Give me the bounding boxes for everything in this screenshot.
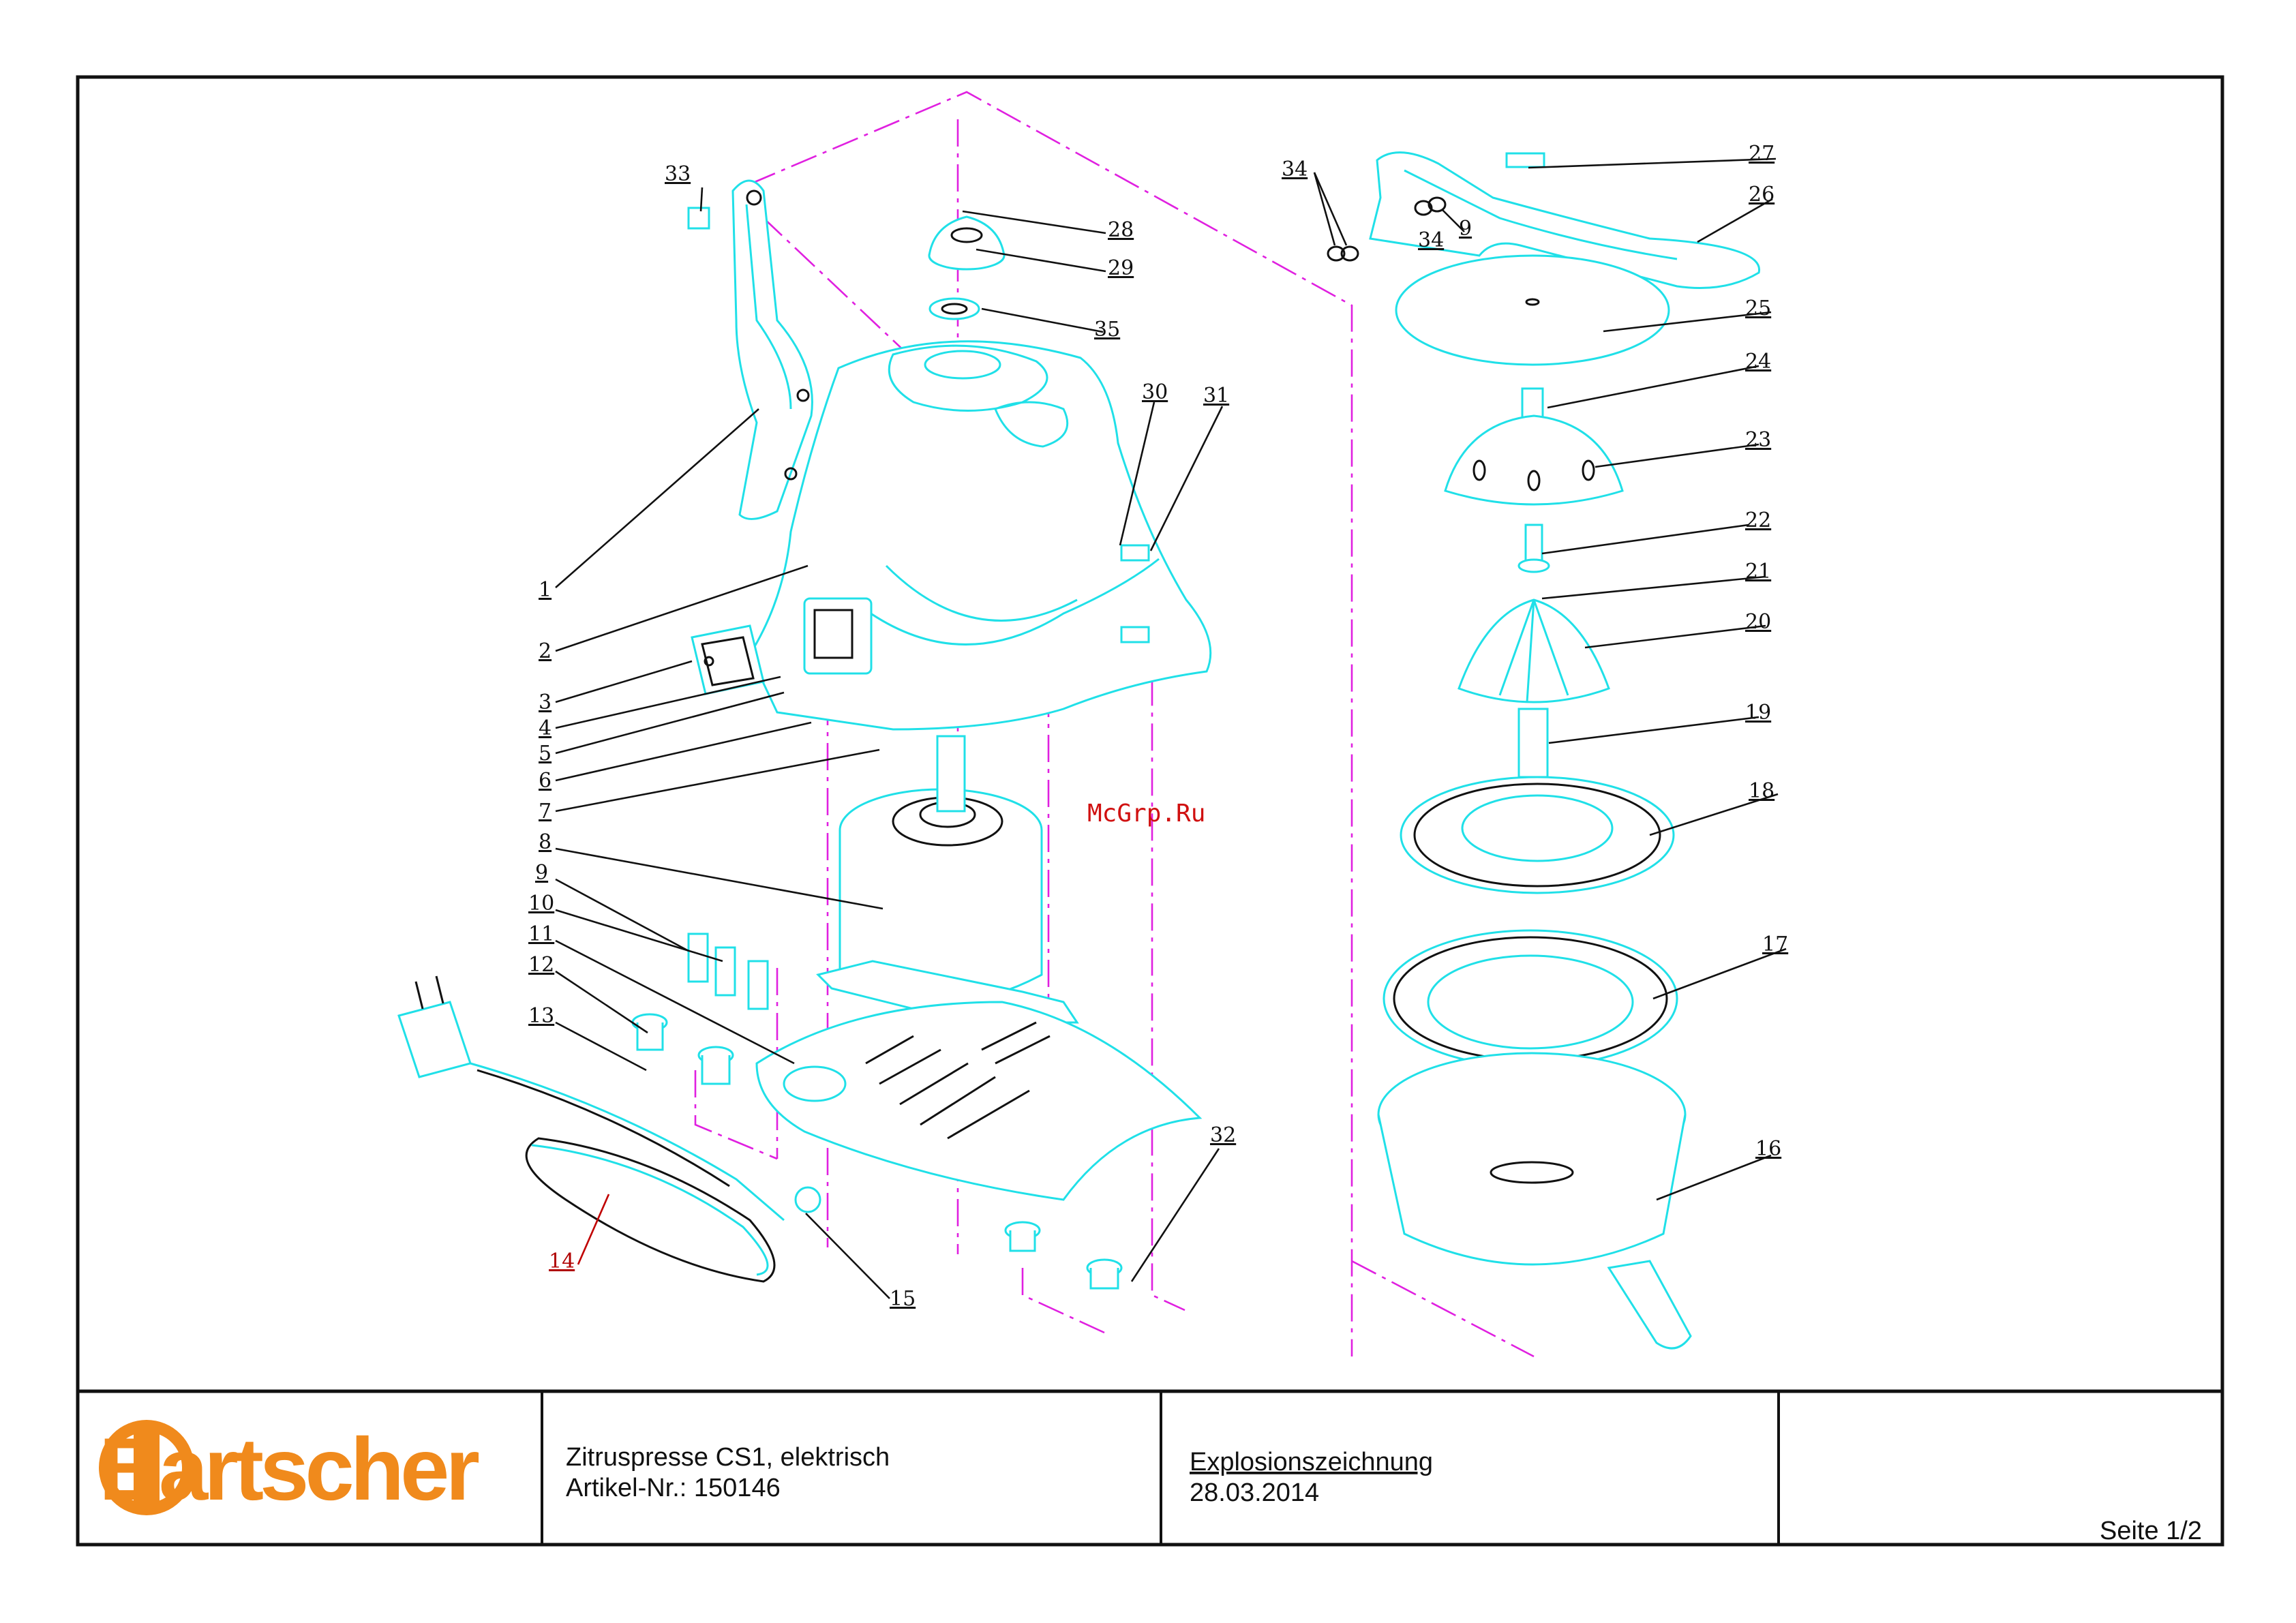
callout-17: 17 [1762,932,1788,956]
callout-5: 5 [539,742,552,765]
juice-collector [1384,930,1677,1067]
callout-21: 21 [1745,560,1771,583]
callout-34: 34 [1282,157,1308,181]
bartscher-logo: Bartscher [99,1419,479,1519]
callout-20: 20 [1745,610,1771,634]
callout-11: 11 [528,922,554,946]
article-number: Artikel-Nr.: 150146 [566,1474,781,1502]
press-cone-disc [1396,256,1669,365]
callout-24: 24 [1745,350,1771,374]
callout-19: 19 [1745,701,1771,725]
callout-33: 33 [665,162,691,186]
callout-25: 25 [1745,297,1771,320]
strainer [1401,777,1674,893]
callout-3: 3 [539,691,552,714]
logo-wordmark: Bartscher [99,1419,479,1519]
handle-bracket [733,181,812,519]
callout-14: 14 [549,1249,575,1273]
callout-23: 23 [1745,428,1771,452]
callout-8: 8 [539,830,552,854]
base-plate [757,1002,1200,1200]
page-number: Seite 1/2 [2100,1517,2202,1545]
product-name: Zitruspresse CS1, elektrisch [566,1443,890,1472]
callout-15: 15 [890,1287,916,1311]
callout-4: 4 [539,716,552,740]
callout-22: 22 [1745,509,1771,532]
callout-26: 26 [1749,183,1774,207]
callout-6: 6 [539,769,552,793]
callout-2: 2 [539,639,552,663]
drawing-type: Explosionszeichnung [1190,1448,1433,1476]
juice-bowl [1378,1053,1691,1348]
callout-13: 13 [528,1004,554,1028]
callout-1: 1 [539,578,552,602]
callout-31: 31 [1203,384,1229,408]
callout-29: 29 [1108,256,1134,280]
cap-nut [929,217,1004,319]
callout-18: 18 [1749,779,1774,803]
pressing-dome [1445,389,1622,504]
drawing-date: 28.03.2014 [1190,1478,1319,1507]
callout-9: 9 [535,861,548,885]
motor-unit [818,736,1077,1022]
callout-9b: 9 [1459,217,1472,241]
callout-34b: 34 [1418,228,1444,252]
callout-12: 12 [528,953,554,977]
callout-32: 32 [1210,1123,1236,1147]
callout-16: 16 [1755,1137,1781,1161]
callout-27: 27 [1749,142,1774,166]
power-cord [399,976,820,1281]
watermark: McGrp.Ru [1087,800,1205,828]
callout-28: 28 [1108,218,1134,242]
callout-10: 10 [528,892,554,915]
callout-30: 30 [1142,380,1168,404]
callout-35: 35 [1094,318,1120,342]
callout-7: 7 [539,800,552,823]
